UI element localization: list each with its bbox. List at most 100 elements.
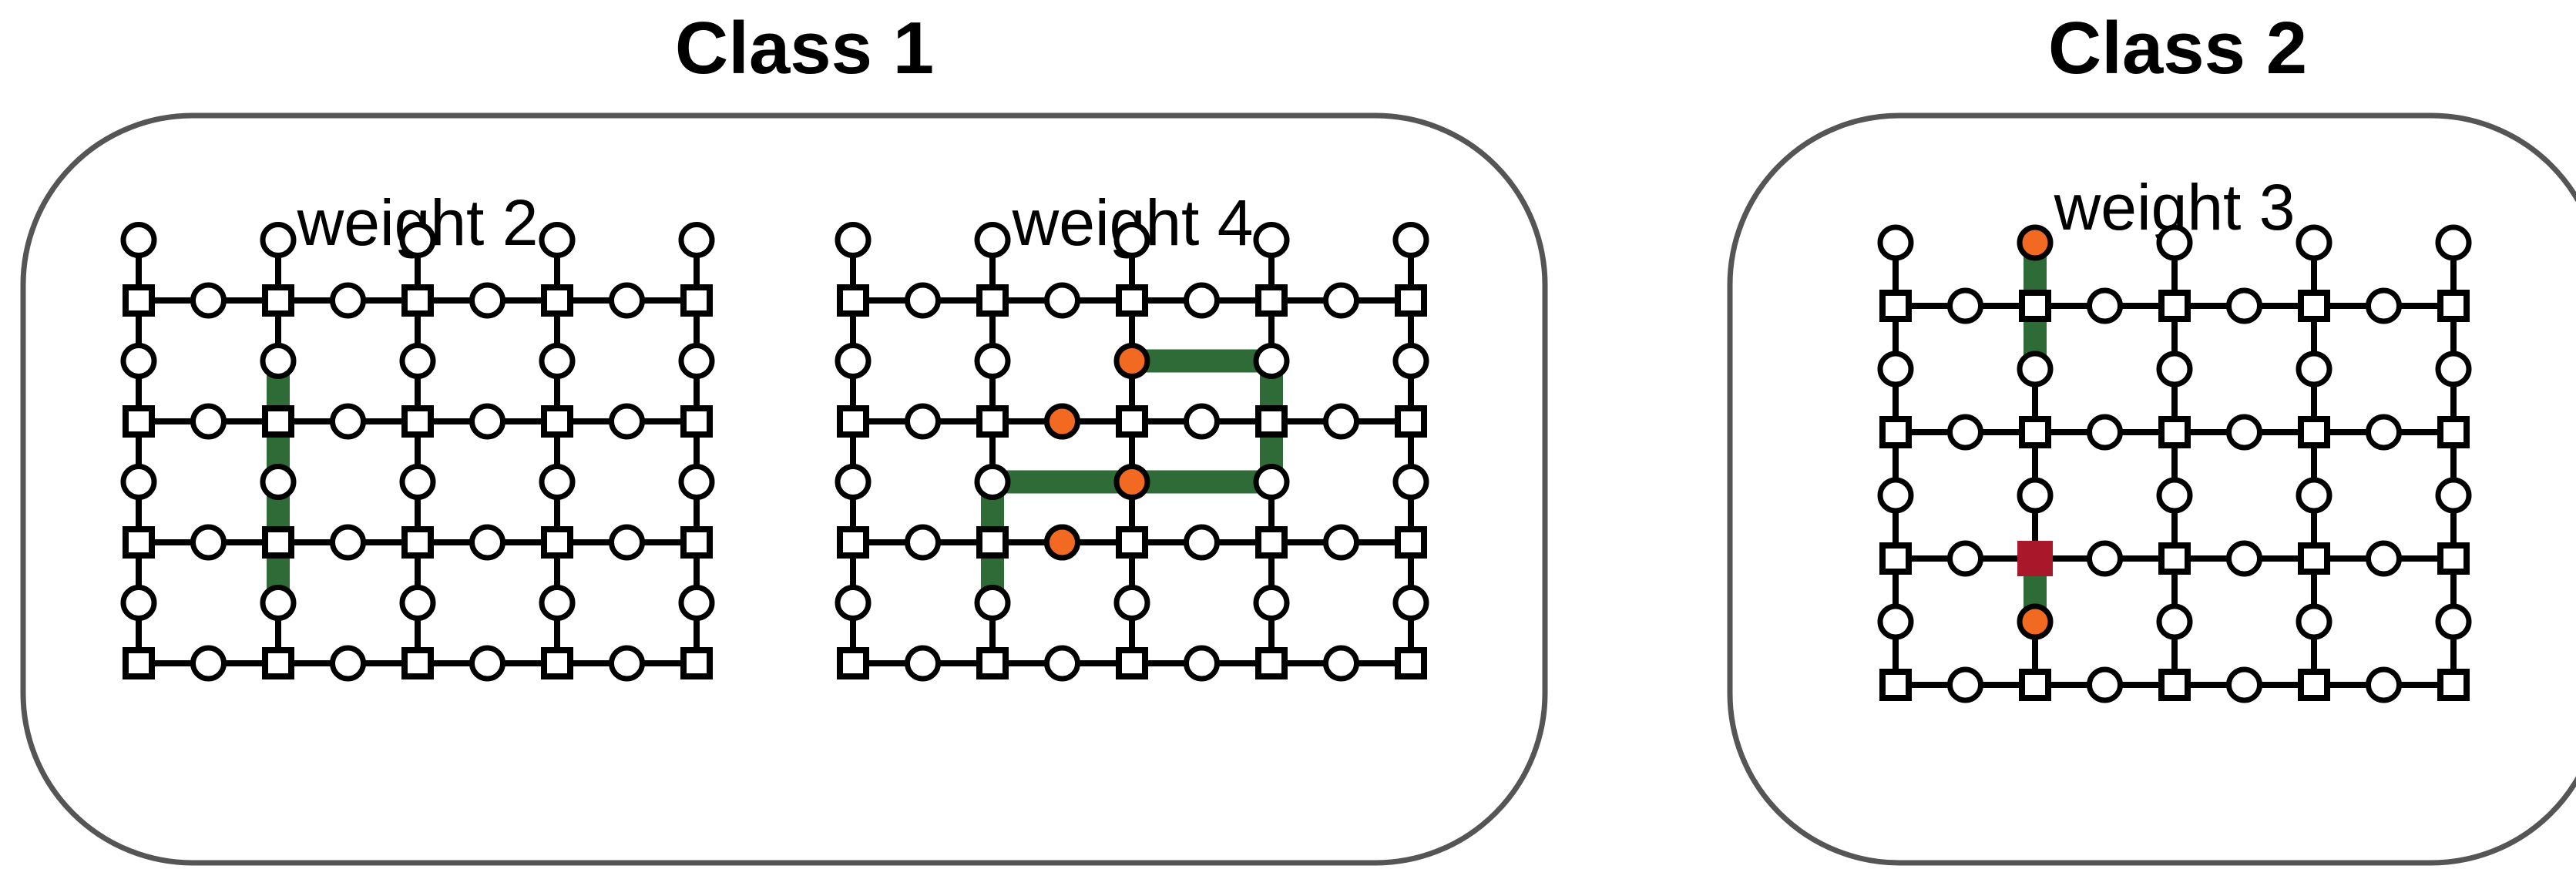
qubit-node (2087, 540, 2123, 577)
qubit-node (835, 222, 872, 258)
qubit-node (539, 343, 576, 379)
check-node (1879, 542, 1912, 575)
qubit-node (905, 282, 941, 319)
qubit-node (2156, 351, 2193, 388)
check-node (1879, 290, 1912, 322)
check-node (2298, 542, 2330, 575)
qubit-node (2226, 666, 2262, 703)
qubit-node (2017, 351, 2054, 388)
qubit-node (609, 282, 645, 319)
lattice-weight-3 (1877, 224, 2472, 703)
highlighted-qubit (1044, 524, 1080, 561)
qubit-node (1392, 343, 1429, 379)
class-1-panel: Class 1 weight 2 weight 4 (20, 7, 1548, 866)
qubit-node (1253, 222, 1290, 258)
qubit-node (469, 524, 505, 561)
qubit-node (120, 464, 157, 500)
qubit-node (974, 464, 1011, 500)
check-node (2437, 416, 2470, 448)
qubit-node (1323, 645, 1359, 682)
check-node (2158, 542, 2191, 575)
check-node (262, 647, 294, 679)
qubit-node (835, 464, 872, 500)
check-node (2158, 290, 2191, 322)
lattice-weight-2 (120, 222, 715, 682)
check-node (401, 647, 434, 679)
check-node (680, 284, 713, 317)
check-node (680, 647, 713, 679)
check-node (1255, 647, 1288, 679)
check-node (1116, 647, 1148, 679)
qubit-node (1184, 403, 1220, 440)
qubit-node (1877, 224, 1914, 261)
check-node (1255, 405, 1288, 438)
qubit-node (1113, 222, 1150, 258)
qubit-node (1392, 464, 1429, 500)
qubit-node (190, 524, 227, 561)
qubit-node (1392, 222, 1429, 258)
qubit-node (469, 282, 505, 319)
check-node (680, 405, 713, 438)
check-node (262, 526, 294, 559)
qubit-node (260, 585, 297, 621)
qubit-node (2296, 224, 2333, 261)
qubit-node (1947, 540, 1983, 577)
qubit-node (1113, 585, 1150, 621)
class-1-title: Class 1 (675, 7, 934, 89)
check-node (2298, 290, 2330, 322)
check-node (976, 647, 1009, 679)
check-node (837, 647, 869, 679)
check-node (680, 526, 713, 559)
qubit-node (469, 403, 505, 440)
qubit-node (260, 464, 297, 500)
qubit-node (539, 464, 576, 500)
qubit-node (1184, 645, 1220, 682)
highlighted-qubit (1113, 464, 1150, 500)
qubit-node (539, 585, 576, 621)
check-node (541, 405, 573, 438)
qubit-node (120, 222, 157, 258)
qubit-node (2366, 666, 2402, 703)
check-node (1395, 647, 1427, 679)
check-node (2437, 669, 2470, 701)
lattice-weight-4 (835, 222, 1429, 682)
qubit-node (539, 222, 576, 258)
check-node (123, 284, 155, 317)
qubit-node (330, 524, 366, 561)
qubit-node (1184, 524, 1220, 561)
qubit-node (1253, 464, 1290, 500)
check-node (837, 405, 869, 438)
qubit-node (974, 585, 1011, 621)
check-node (1255, 526, 1288, 559)
qubit-node (974, 222, 1011, 258)
qubit-node (190, 645, 227, 682)
check-node (837, 284, 869, 317)
check-node (541, 526, 573, 559)
qubit-node (2296, 603, 2333, 640)
check-node (976, 526, 1009, 559)
class-2-title: Class 2 (2048, 7, 2307, 89)
check-node (401, 405, 434, 438)
qubit-node (2366, 540, 2402, 577)
qubit-node (2435, 477, 2472, 514)
qubit-node (469, 645, 505, 682)
qubit-node (2156, 603, 2193, 640)
check-node (2437, 290, 2470, 322)
check-node (401, 526, 434, 559)
qubit-node (1947, 414, 1983, 451)
qubit-node (260, 343, 297, 379)
qubit-node (1253, 343, 1290, 379)
qubit-node (1877, 477, 1914, 514)
check-node (2158, 416, 2191, 448)
qubit-node (120, 585, 157, 621)
check-node (2019, 669, 2051, 701)
check-node (1116, 284, 1148, 317)
check-node (123, 526, 155, 559)
check-node (2298, 669, 2330, 701)
qubit-node (1323, 524, 1359, 561)
highlighted-qubit (1044, 403, 1080, 440)
qubit-node (835, 343, 872, 379)
qubit-node (399, 343, 436, 379)
qubit-node (399, 464, 436, 500)
